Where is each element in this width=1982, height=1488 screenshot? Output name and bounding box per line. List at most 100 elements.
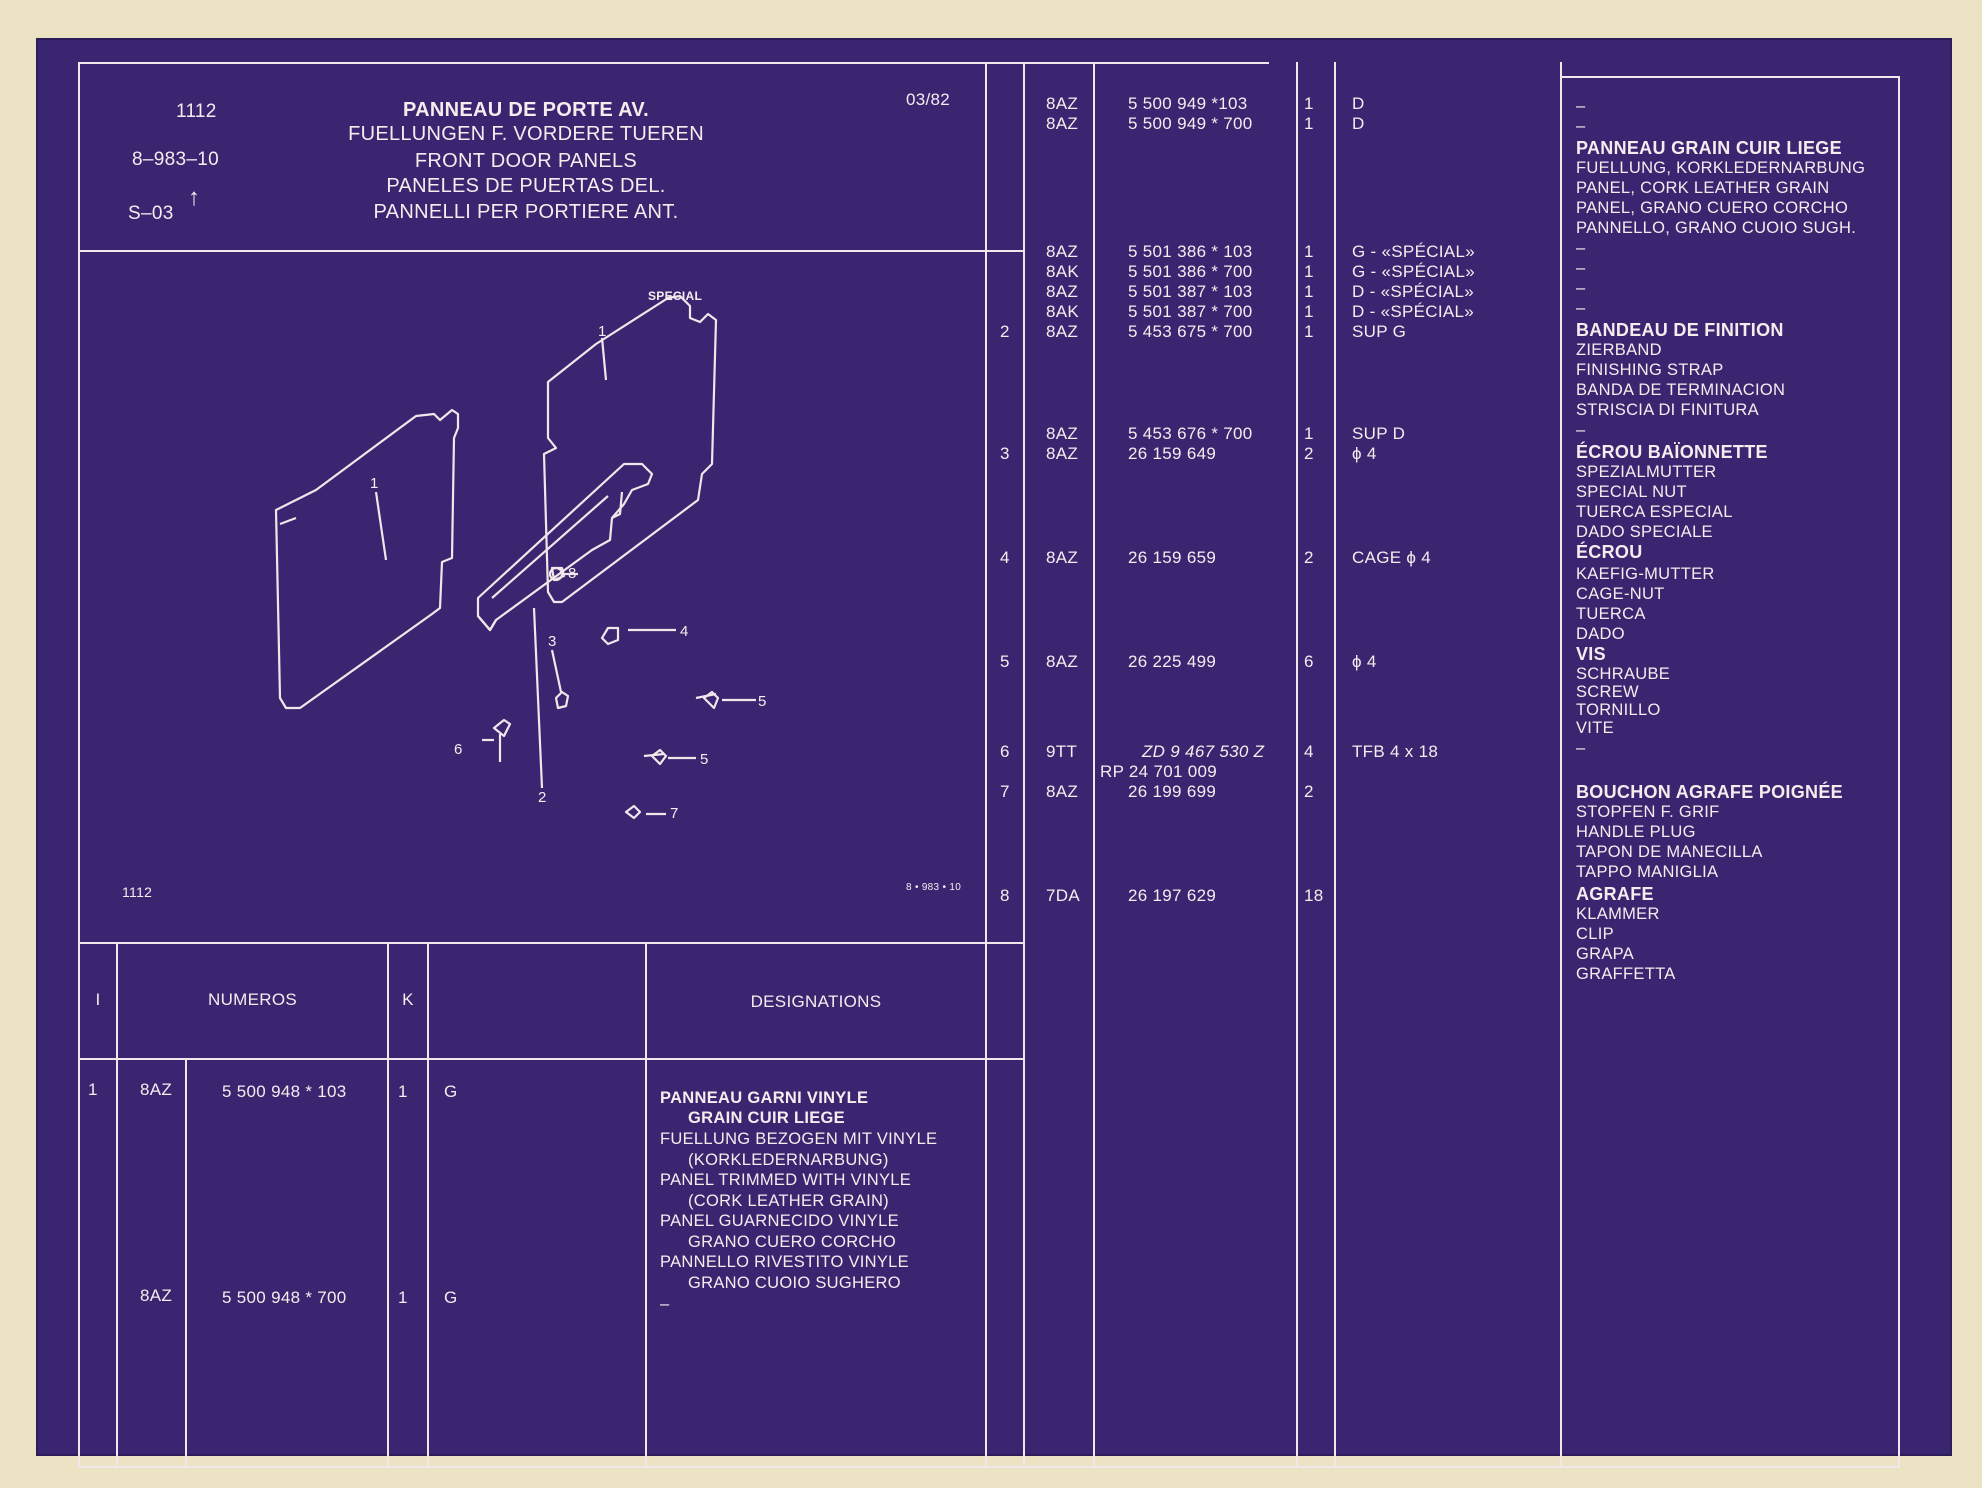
designation-line: SCREW bbox=[1576, 683, 1639, 701]
col-divider-code bbox=[185, 1058, 187, 1468]
clip-7 bbox=[624, 804, 642, 820]
col-divider-desig bbox=[645, 942, 647, 1468]
right-frame-top-2 bbox=[1560, 76, 1900, 78]
designation-line: – bbox=[660, 1295, 670, 1313]
row-code: 8AZ bbox=[1046, 444, 1079, 463]
col-header-designations: DESIGNATIONS bbox=[750, 992, 882, 1011]
figure-code: 8 • 983 • 10 bbox=[906, 882, 962, 893]
row-k: 2 bbox=[1304, 782, 1314, 801]
row-k: 1 bbox=[1304, 424, 1314, 443]
plate-code: 8–983–10 bbox=[132, 149, 219, 170]
row-spec: G bbox=[444, 1288, 458, 1307]
left-door-panel bbox=[274, 408, 460, 710]
right-col-desig bbox=[1560, 62, 1562, 1468]
row-spec: TFB 4 x 18 bbox=[1352, 742, 1439, 761]
page-center-divider bbox=[985, 62, 987, 1468]
row-spec: SUP D bbox=[1352, 424, 1406, 443]
callout-6: 6 bbox=[454, 741, 462, 758]
row-code: 8AZ bbox=[1046, 114, 1079, 133]
row-spec: D bbox=[1352, 114, 1365, 133]
issue-date: 03/82 bbox=[906, 90, 951, 109]
designation-line: BANDA DE TERMINACION bbox=[1576, 381, 1786, 399]
callout-1-special: 1 bbox=[598, 323, 606, 340]
designation-line: TUERCA bbox=[1576, 605, 1646, 623]
row-code: 8AZ bbox=[1046, 322, 1079, 341]
row-number: 26 159 649 bbox=[1128, 444, 1217, 463]
row-k: 1 bbox=[398, 1288, 408, 1307]
callout-2: 2 bbox=[538, 789, 546, 806]
table-header-divider bbox=[78, 1058, 1025, 1060]
designation-line: CLIP bbox=[1576, 925, 1614, 943]
designation-line: – bbox=[1576, 299, 1586, 317]
header-divider bbox=[78, 250, 1025, 252]
row-code: 8AZ bbox=[1046, 242, 1079, 261]
row-k: 1 bbox=[1304, 302, 1314, 321]
row-k: 18 bbox=[1304, 886, 1324, 905]
row-code: 8AZ bbox=[140, 1080, 173, 1099]
figure-bottom-divider bbox=[78, 942, 1025, 944]
designation-line: CAGE-NUT bbox=[1576, 585, 1665, 603]
designation-line: – bbox=[1576, 279, 1586, 297]
designation-line: SCHRAUBE bbox=[1576, 665, 1671, 683]
designation-line: GRAPA bbox=[1576, 945, 1635, 963]
row-item: 3 bbox=[1000, 444, 1010, 463]
row-code: 8AZ bbox=[140, 1286, 173, 1305]
designation-line: STOPFEN F. GRIF bbox=[1576, 803, 1720, 821]
callout-7: 7 bbox=[670, 805, 678, 822]
left-outer-frame bbox=[78, 62, 1025, 1468]
row-item: 5 bbox=[1000, 652, 1010, 671]
title-es: PANELES DE PUERTAS DEL. bbox=[386, 175, 666, 197]
designation-line: ÉCROU bbox=[1576, 542, 1643, 562]
designation-line: BANDEAU DE FINITION bbox=[1576, 320, 1784, 340]
designation-line: PANEL TRIMMED WITH VINYLE bbox=[660, 1171, 912, 1189]
designation-line: (CORK LEATHER GRAIN) bbox=[688, 1192, 889, 1210]
row-k: 6 bbox=[1304, 652, 1314, 671]
row-number: 5 500 948 * 700 bbox=[222, 1288, 347, 1307]
callout-5a: 5 bbox=[758, 693, 766, 710]
right-frame-top bbox=[985, 62, 1269, 64]
row-code: 8AZ bbox=[1046, 782, 1079, 801]
row-number: 26 225 499 bbox=[1128, 652, 1217, 671]
row-number: 5 500 949 *103 bbox=[1128, 94, 1248, 113]
row-spec: G bbox=[444, 1082, 458, 1101]
row-item: 2 bbox=[1000, 322, 1010, 341]
designation-line: FUELLUNG, KORKLEDERNARBUNG bbox=[1576, 159, 1866, 177]
row-k: 2 bbox=[1304, 444, 1314, 463]
title-it: PANNELLI PER PORTIERE ANT. bbox=[373, 201, 679, 223]
designation-line: – bbox=[1576, 97, 1586, 115]
designation-line: (KORKLEDERNARBUNG) bbox=[688, 1151, 889, 1169]
right-col-k2 bbox=[1334, 62, 1336, 1468]
designation-line: DADO SPECIALE bbox=[1576, 523, 1713, 541]
designation-line: – bbox=[1576, 259, 1586, 277]
designation-line: PANEL GUARNECIDO VINYLE bbox=[660, 1212, 899, 1230]
callout-3: 3 bbox=[548, 633, 556, 650]
designation-line: GRAFFETTA bbox=[1576, 965, 1676, 983]
row-code: 7DA bbox=[1046, 886, 1080, 905]
row-k: 1 bbox=[398, 1082, 408, 1101]
designation-line: STRISCIA DI FINITURA bbox=[1576, 401, 1759, 419]
designation-line: DADO bbox=[1576, 625, 1625, 643]
row-k: 1 bbox=[1304, 262, 1314, 281]
right-col-code bbox=[1093, 62, 1095, 1468]
title-de: FUELLUNGEN F. VORDERE TUEREN bbox=[348, 123, 704, 145]
designation-line: SPECIAL NUT bbox=[1576, 483, 1687, 501]
row-number: 5 501 386 * 103 bbox=[1128, 242, 1253, 261]
designation-line: PANEL, CORK LEATHER GRAIN bbox=[1576, 179, 1830, 197]
designation-line: PANNELLO RIVESTITO VINYLE bbox=[660, 1253, 909, 1271]
screw-6 bbox=[492, 718, 512, 738]
designation-line: PANNEAU GRAIN CUIR LIEGE bbox=[1576, 138, 1842, 158]
figure-ref: 1112 bbox=[122, 884, 153, 900]
callout-1: 1 bbox=[370, 475, 378, 492]
row-code: 8AZ bbox=[1046, 548, 1079, 567]
designation-line: AGRAFE bbox=[1576, 884, 1654, 904]
designation-line: SPEZIALMUTTER bbox=[1576, 463, 1717, 481]
col-header-k: K bbox=[402, 990, 414, 1009]
designation-line: – bbox=[1576, 739, 1586, 757]
row-k: 1 bbox=[1304, 114, 1314, 133]
designation-line: HANDLE PLUG bbox=[1576, 823, 1696, 841]
designation-line: GRANO CUERO CORCHO bbox=[688, 1233, 896, 1251]
row-number: ZD 9 467 530 Z bbox=[1142, 742, 1265, 761]
right-col-item bbox=[1023, 62, 1025, 1468]
designation-line: – bbox=[1576, 239, 1586, 257]
ref-number: 1112 bbox=[176, 101, 217, 122]
